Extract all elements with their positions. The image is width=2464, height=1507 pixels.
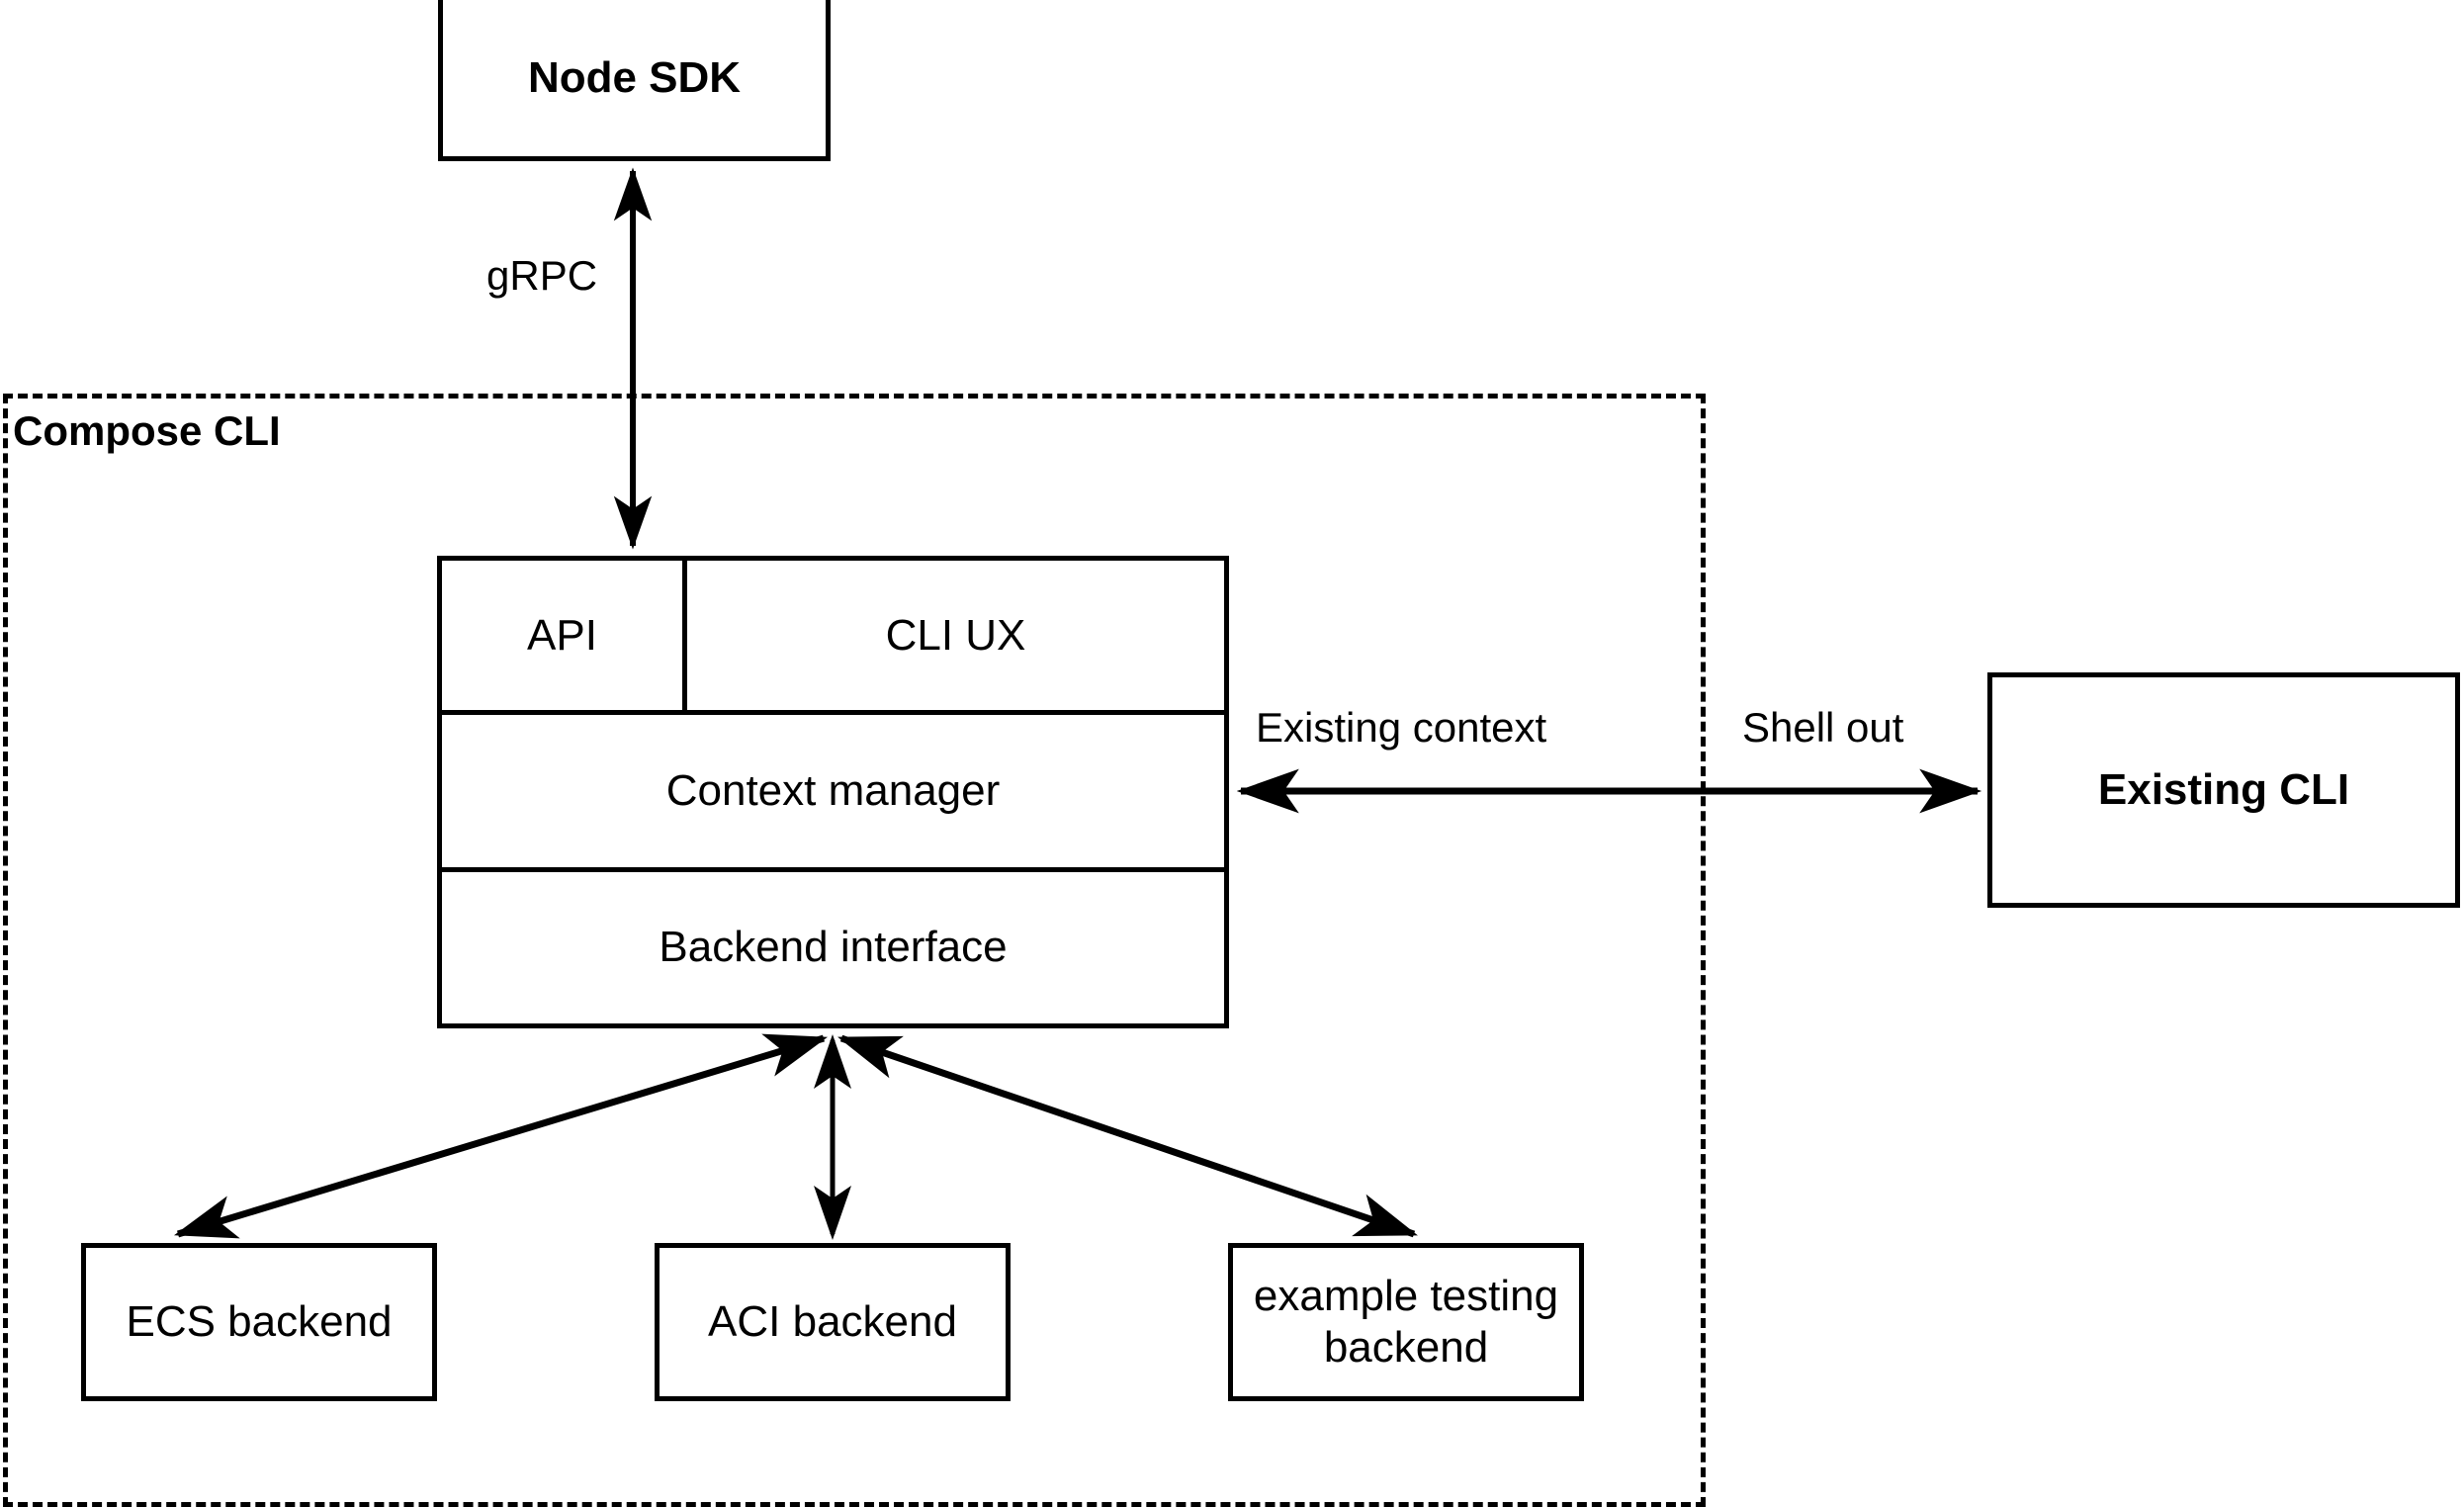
example-testing-backend-box[interactable]: example testing backend bbox=[1228, 1243, 1584, 1401]
aci-backend-box[interactable]: ACI backend bbox=[655, 1243, 1011, 1401]
compose-cli-boundary bbox=[3, 394, 1706, 1507]
existing-cli-box[interactable]: Existing CLI bbox=[1987, 672, 2460, 908]
api-cell[interactable]: API bbox=[442, 561, 687, 711]
node-sdk-box[interactable]: Node SDK bbox=[438, 0, 831, 161]
existing-context-edge-label: Existing context bbox=[1256, 704, 1547, 751]
cli-ux-cell[interactable]: CLI UX bbox=[885, 610, 1026, 660]
shell-out-edge-label: Shell out bbox=[1742, 704, 1904, 751]
compose-cli-stack: API CLI UX Context manager Backend inter… bbox=[437, 556, 1229, 1028]
edge-backend-example bbox=[837, 1034, 1418, 1238]
stack-row-backend-interface: Backend interface bbox=[442, 872, 1224, 1023]
grpc-edge-label: gRPC bbox=[486, 252, 598, 299]
ecs-backend-box[interactable]: ECS backend bbox=[81, 1243, 437, 1401]
context-manager-cell[interactable]: Context manager bbox=[665, 766, 1001, 815]
stack-row-api-cliux: API CLI UX bbox=[442, 561, 1224, 716]
edge-backend-ecs bbox=[173, 1033, 829, 1239]
compose-cli-label: Compose CLI bbox=[13, 407, 281, 454]
stack-row-context-manager: Context manager bbox=[442, 715, 1224, 872]
backend-interface-cell[interactable]: Backend interface bbox=[659, 923, 1008, 972]
